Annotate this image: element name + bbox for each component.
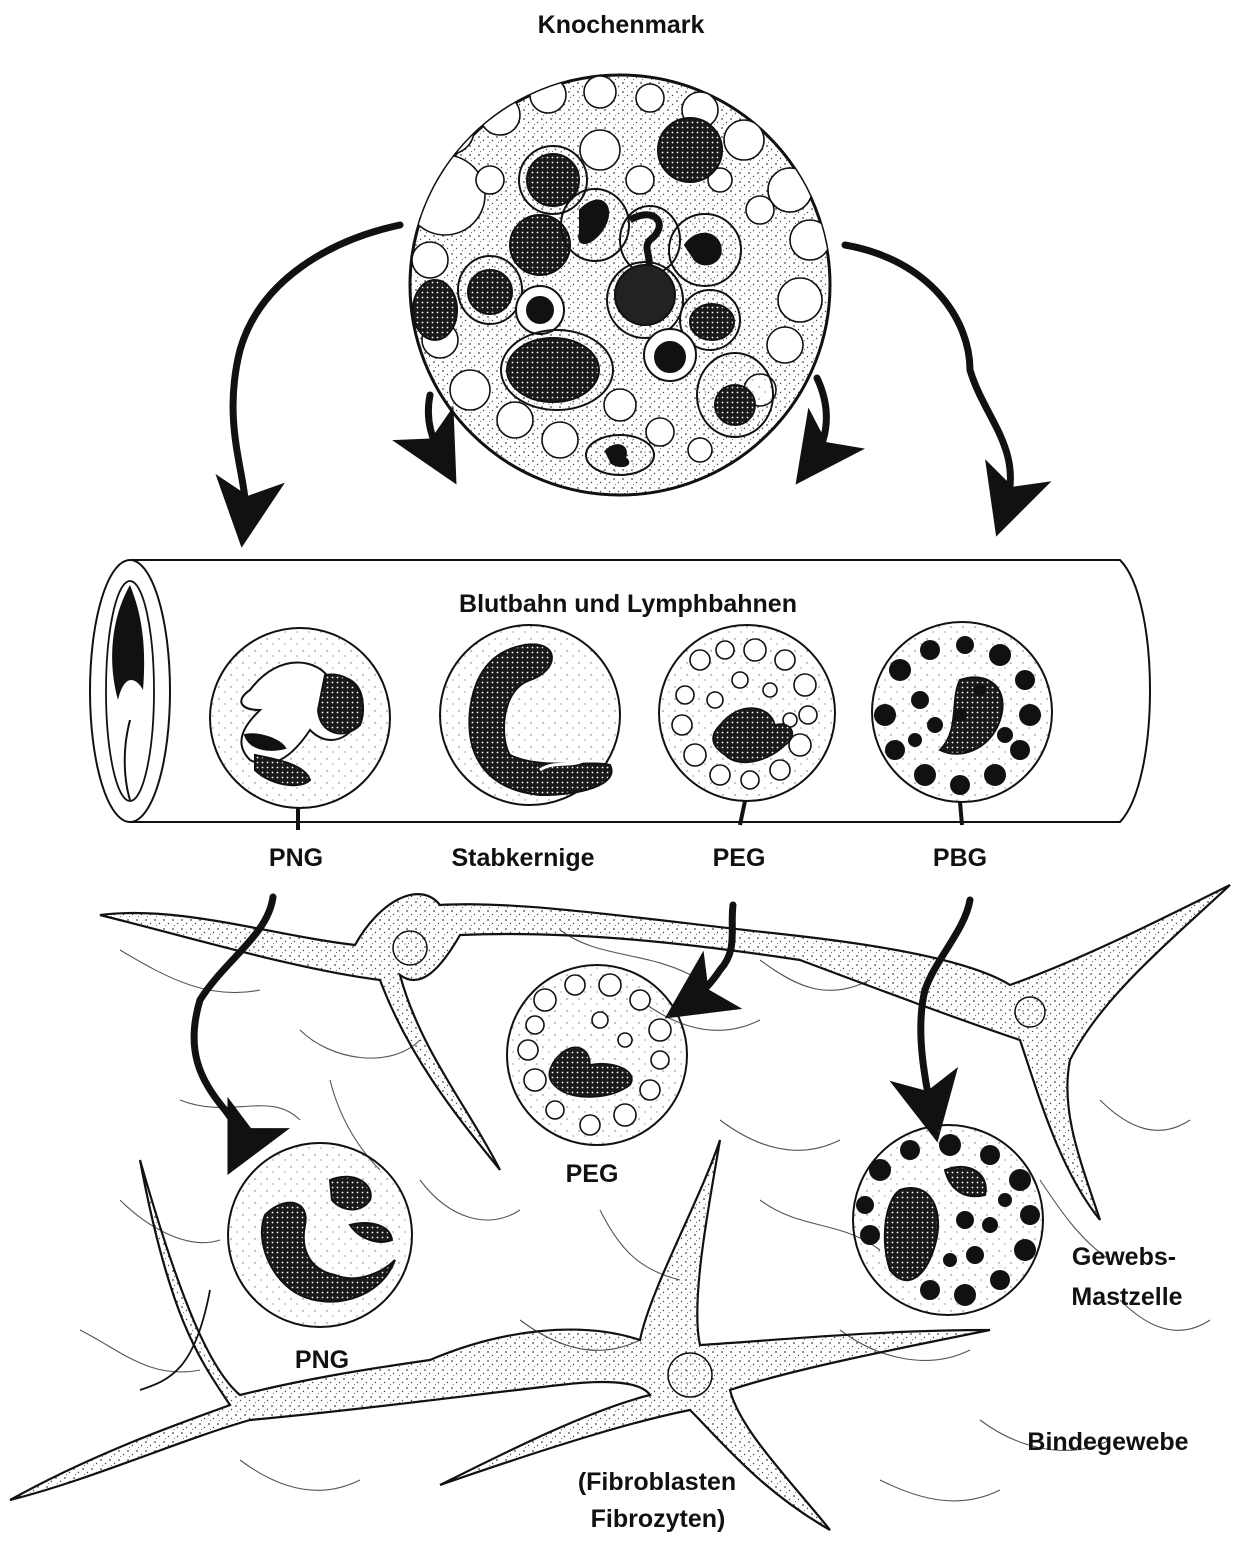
connective-tissue-label: Bindegewebe [1027, 1428, 1188, 1456]
tissue-cell-mast [853, 1125, 1043, 1315]
arrow-marrow-down-left [428, 395, 443, 460]
blood-cell-label-band: Stabkernige [451, 844, 594, 872]
bone-marrow-section [405, 75, 830, 495]
arrow-peg-to-tissue [688, 905, 733, 1003]
blood-cell-label-png: PNG [269, 844, 323, 872]
tissue-cell-label-peg: PEG [566, 1160, 619, 1188]
fibroblast-label-line2: Fibrozyten) [591, 1505, 726, 1533]
bone-marrow-title: Knochenmark [538, 11, 705, 39]
blood-cell-pbg [872, 622, 1052, 802]
tissue-cell-peg [507, 965, 687, 1145]
arrow-marrow-down-right [812, 378, 826, 462]
blood-cell-label-peg: PEG [713, 844, 766, 872]
tissue-cell-png [228, 1143, 412, 1327]
fibroblast-label-line1: (Fibroblasten [578, 1468, 736, 1496]
blood-cell-band [440, 625, 620, 805]
blood-cell-png [210, 628, 390, 808]
blood-cell-peg [659, 625, 835, 801]
arrow-marrow-to-vessel-right [845, 245, 1010, 510]
mast-cell-label-line2: Mastzelle [1071, 1283, 1182, 1311]
arrow-marrow-to-vessel-left [233, 225, 400, 520]
mast-cell-label-line1: Gewebs- [1072, 1243, 1176, 1271]
tissue-cell-label-png: PNG [295, 1346, 349, 1374]
blood-cell-label-pbg: PBG [933, 844, 987, 872]
vessel-label: Blutbahn und Lymphbahnen [459, 590, 797, 618]
